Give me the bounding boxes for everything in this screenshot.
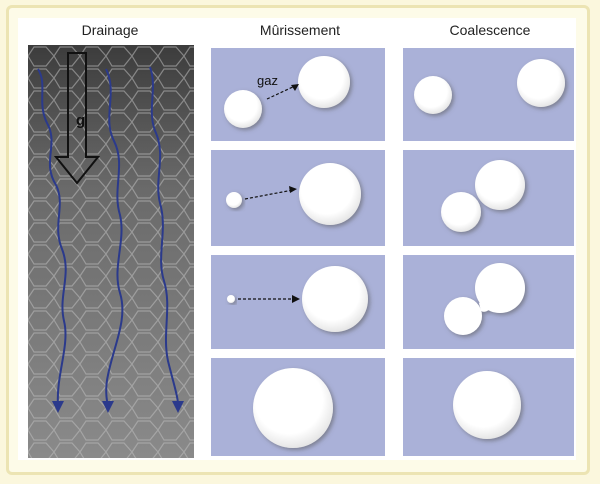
large-bubble xyxy=(298,56,350,108)
murissement-cell-1: gaz xyxy=(211,48,385,141)
coalescing-bubbles xyxy=(444,263,525,335)
bubble-left xyxy=(414,76,452,114)
gas-transfer-line xyxy=(244,189,294,200)
header-murissement: Mûrissement xyxy=(259,22,341,38)
gas-label: gaz xyxy=(257,73,278,88)
gas-transfer-line xyxy=(266,84,298,100)
header-coalescence: Coalescence xyxy=(449,22,531,38)
gas-arrowhead xyxy=(292,295,300,303)
murissement-cell-3 xyxy=(211,255,385,349)
gravity-label: g xyxy=(76,112,86,129)
header-drainage: Drainage xyxy=(81,22,139,38)
bubble-upper xyxy=(475,160,525,210)
murissement-cell-2 xyxy=(211,150,385,246)
foam-svg xyxy=(28,45,194,458)
coalescence-cell-4 xyxy=(403,358,574,456)
drainage-path-3 xyxy=(149,66,179,406)
large-bubble xyxy=(302,266,368,332)
merged-bubble xyxy=(253,368,333,448)
gravity-arrow xyxy=(53,52,101,185)
tiny-bubble xyxy=(227,295,235,303)
drainage-foam-image: g xyxy=(28,45,194,458)
coalescence-cell-3 xyxy=(403,255,574,349)
drainage-paths xyxy=(37,66,179,406)
bubble-lower xyxy=(441,192,481,232)
gas-arrowhead xyxy=(289,186,297,193)
gas-arrowhead xyxy=(291,84,299,91)
drainage-path-1 xyxy=(37,68,67,406)
drainage-arrowheads xyxy=(52,401,184,413)
drainage-path-2 xyxy=(105,68,124,406)
merged-bubble xyxy=(453,371,521,439)
small-bubble xyxy=(224,90,262,128)
small-bubble xyxy=(226,192,242,208)
murissement-cell-4 xyxy=(211,358,385,456)
coalescence-cell-1 xyxy=(403,48,574,141)
large-bubble xyxy=(299,163,361,225)
coalescence-cell-2 xyxy=(403,150,574,246)
bubble-right xyxy=(517,59,565,107)
